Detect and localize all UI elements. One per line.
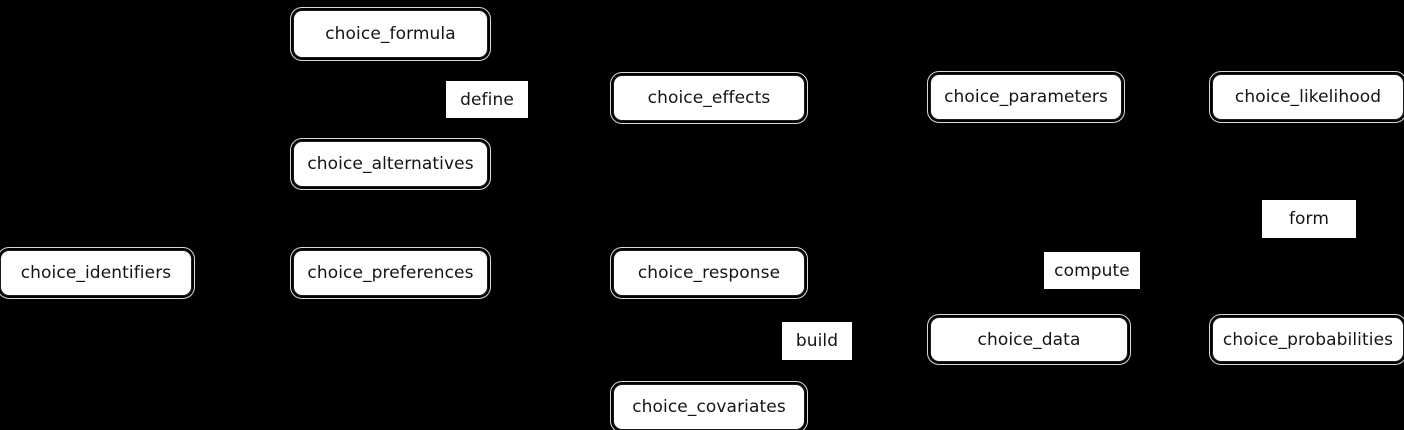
edge-identifiers-to-preferences xyxy=(192,272,293,274)
edge-label-form: form xyxy=(1262,200,1356,238)
node-choice_response[interactable]: choice_response xyxy=(610,247,808,299)
edge-alternatives-to-define xyxy=(487,118,489,143)
edge-form-to-likelihood xyxy=(1307,120,1309,201)
edge-label-build: build xyxy=(782,322,852,360)
node-choice_effects[interactable]: choice_effects xyxy=(610,72,808,124)
node-choice_alternatives[interactable]: choice_alternatives xyxy=(290,138,491,190)
edge-preferences-to-response xyxy=(488,272,613,274)
edge-label-define: define xyxy=(446,81,528,118)
node-choice_identifiers[interactable]: choice_identifiers xyxy=(0,247,195,299)
node-choice_formula[interactable]: choice_formula xyxy=(290,7,491,61)
edge-compute-to-parameters xyxy=(1026,120,1028,253)
node-choice_probabilities[interactable]: choice_probabilities xyxy=(1209,314,1404,365)
edge-covariates-to-build xyxy=(740,296,742,386)
edge-data-to-compute xyxy=(1091,288,1093,318)
edge-preferences-to-alternatives xyxy=(390,187,392,250)
node-choice_preferences[interactable]: choice_preferences xyxy=(290,247,491,299)
edge-build-to-data xyxy=(851,339,931,341)
edge-probabilities-to-form xyxy=(1307,238,1309,318)
node-choice_data[interactable]: choice_data xyxy=(927,314,1131,365)
edge-formula-to-define xyxy=(487,56,489,83)
edge-label-compute: compute xyxy=(1044,252,1140,289)
node-choice_parameters[interactable]: choice_parameters xyxy=(927,71,1125,123)
node-choice_covariates[interactable]: choice_covariates xyxy=(610,381,808,430)
node-choice_likelihood[interactable]: choice_likelihood xyxy=(1209,71,1404,123)
edge-define-to-effects xyxy=(527,97,615,99)
